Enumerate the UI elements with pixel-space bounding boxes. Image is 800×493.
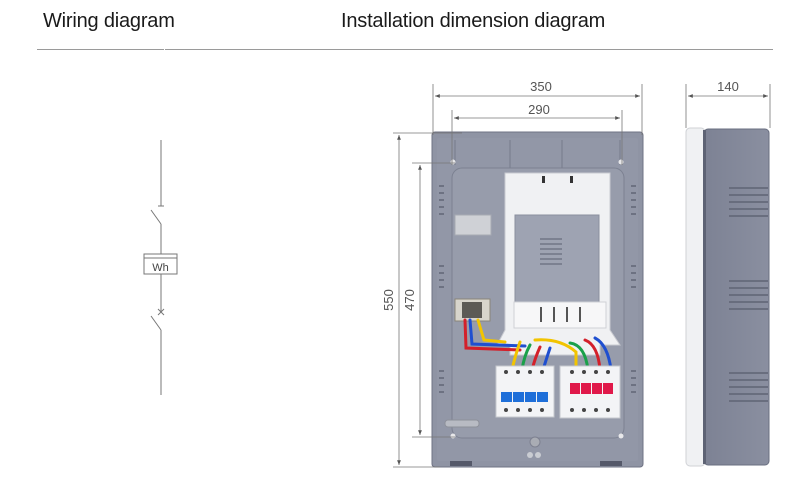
dim-label-mounting-width: 290 bbox=[528, 102, 550, 117]
dim-label-depth: 140 bbox=[717, 79, 739, 94]
enclosure-side-view bbox=[685, 127, 770, 467]
enclosure-front-view bbox=[431, 131, 644, 468]
dimension-lines bbox=[393, 84, 771, 468]
energy-meter-symbol: Wh bbox=[143, 253, 178, 275]
rcd-breaker-red bbox=[559, 365, 621, 419]
main-breaker-blue bbox=[495, 365, 555, 418]
meter-mounting-plate bbox=[496, 172, 621, 356]
wiring-diagram-title: Wiring diagram bbox=[43, 10, 175, 32]
breaker-trip-mark bbox=[157, 308, 165, 316]
din-rail bbox=[454, 214, 492, 236]
terminal-block bbox=[454, 298, 491, 322]
dim-label-overall-width: 350 bbox=[530, 79, 552, 94]
installation-diagram-title: Installation dimension diagram bbox=[341, 10, 606, 32]
header-divider-right bbox=[165, 49, 773, 50]
dim-label-mounting-height: 470 bbox=[402, 289, 417, 311]
earth-bar bbox=[444, 419, 480, 428]
header-divider-left bbox=[37, 49, 164, 50]
dim-label-overall-height: 550 bbox=[381, 289, 396, 311]
meter-label: Wh bbox=[152, 262, 169, 274]
wiring-single-line-diagram: Wh bbox=[143, 140, 178, 395]
isolating-switch-blade bbox=[150, 209, 162, 225]
circuit-breaker-blade bbox=[150, 315, 162, 331]
